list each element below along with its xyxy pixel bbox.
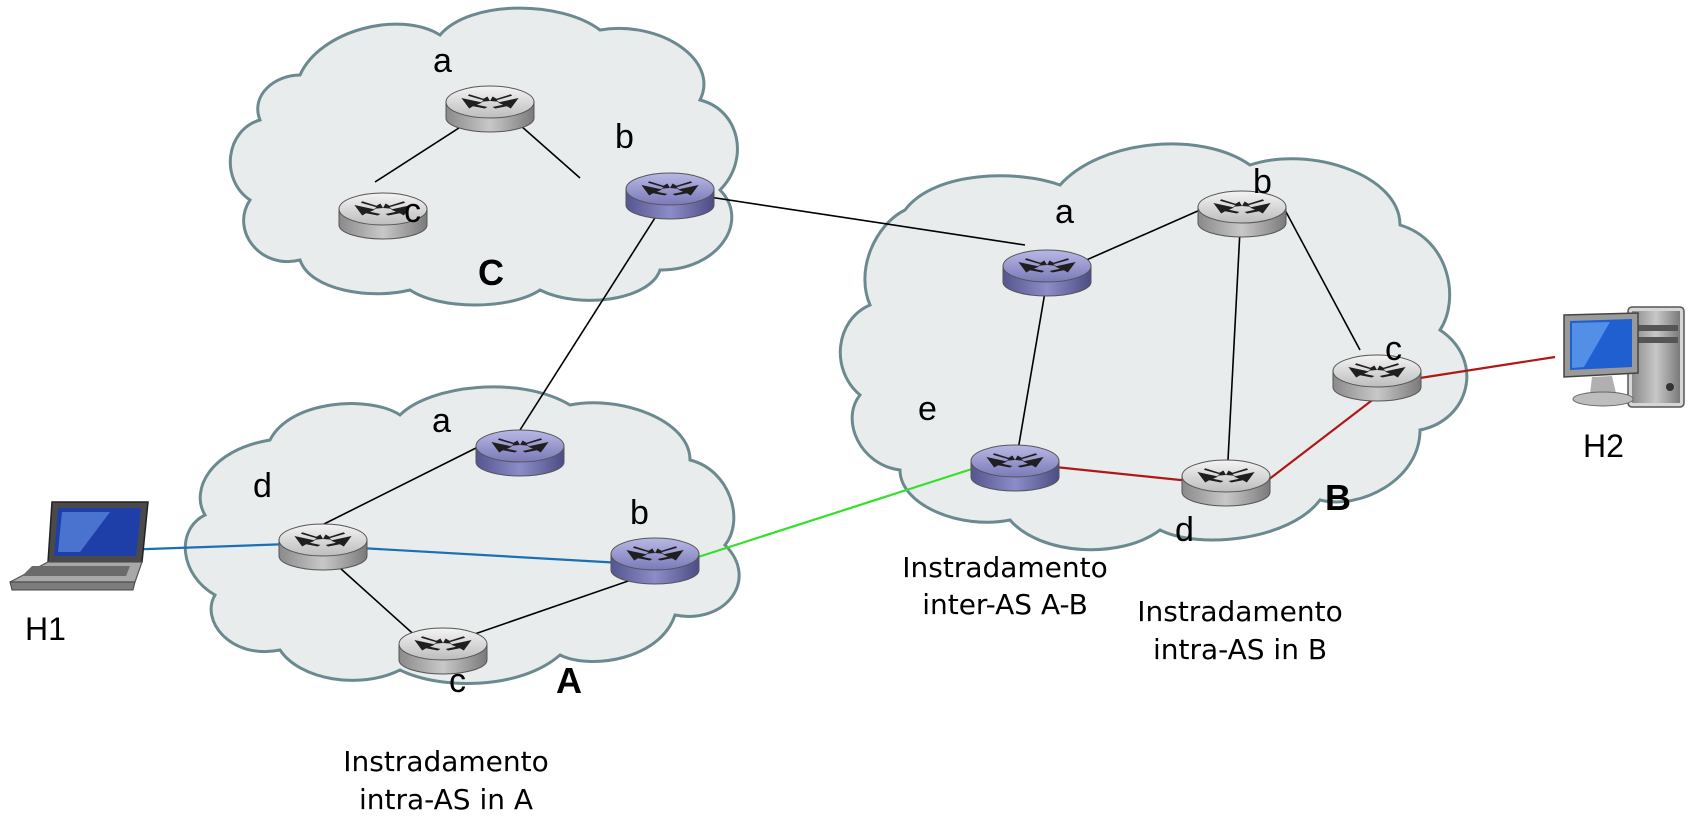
as-B-cloud xyxy=(838,142,1469,552)
router-B-e xyxy=(971,445,1059,491)
router-C-a xyxy=(446,86,534,132)
router-B-a-label: a xyxy=(1055,193,1074,231)
link-B-a-e xyxy=(1017,291,1046,451)
link-A-a-d xyxy=(319,445,481,527)
as-A-cloud xyxy=(183,385,741,686)
link-B-a-b xyxy=(1074,209,1201,266)
router-A-c xyxy=(399,628,487,674)
link-C-b-A-a xyxy=(519,209,661,431)
router-B-e-label: e xyxy=(918,390,937,428)
desktop-computer-icon xyxy=(1563,306,1685,408)
router-A-b-label: b xyxy=(630,494,649,532)
host-h1-label: H1 xyxy=(25,611,66,647)
caption-inter-AS-line2: inter-AS A-B xyxy=(922,588,1088,621)
path-B-c-to-h2 xyxy=(1419,355,1556,380)
host-h2-label: H2 xyxy=(1583,428,1624,464)
router-B-a xyxy=(1003,250,1091,296)
router-A-a xyxy=(476,430,564,476)
caption-intra-B-line2: intra-AS in B xyxy=(1153,633,1327,666)
caption-inter-AS-line1: Instradamento xyxy=(902,551,1108,584)
router-B-d xyxy=(1182,460,1270,506)
router-B-b xyxy=(1198,191,1286,237)
router-B-c xyxy=(1333,355,1421,401)
router-A-c-label: c xyxy=(449,662,466,700)
as-C-label: C xyxy=(478,252,504,293)
path-h1-to-A-d xyxy=(119,542,291,552)
router-A-d xyxy=(279,524,367,570)
router-B-d-label: d xyxy=(1175,511,1194,549)
path-A-d-to-A-b xyxy=(359,546,623,565)
as-B-label: B xyxy=(1325,477,1351,518)
link-B-b-c xyxy=(1284,209,1361,351)
caption-intra-B-line1: Instradamento xyxy=(1137,595,1343,628)
router-A-b xyxy=(611,538,699,584)
path-B-e-to-B-d xyxy=(1054,465,1191,483)
router-B-b-label: b xyxy=(1253,163,1272,201)
laptop-icon xyxy=(9,501,149,591)
as-A-label: A xyxy=(556,660,582,701)
router-C-a-label: a xyxy=(433,42,452,80)
router-C-b xyxy=(626,173,714,219)
router-B-c-label: c xyxy=(1385,330,1402,368)
path-A-b-to-B-e xyxy=(694,466,976,560)
router-C-b-label: b xyxy=(615,118,634,156)
caption-intra-A-line2: intra-AS in A xyxy=(359,783,533,816)
path-B-d-to-B-c xyxy=(1267,397,1376,481)
router-C-c-label: c xyxy=(404,192,421,230)
caption-intra-A-line1: Instradamento xyxy=(343,745,549,778)
link-B-b-d xyxy=(1227,229,1241,461)
router-A-a-label: a xyxy=(432,402,451,440)
router-A-d-label: d xyxy=(253,467,272,505)
